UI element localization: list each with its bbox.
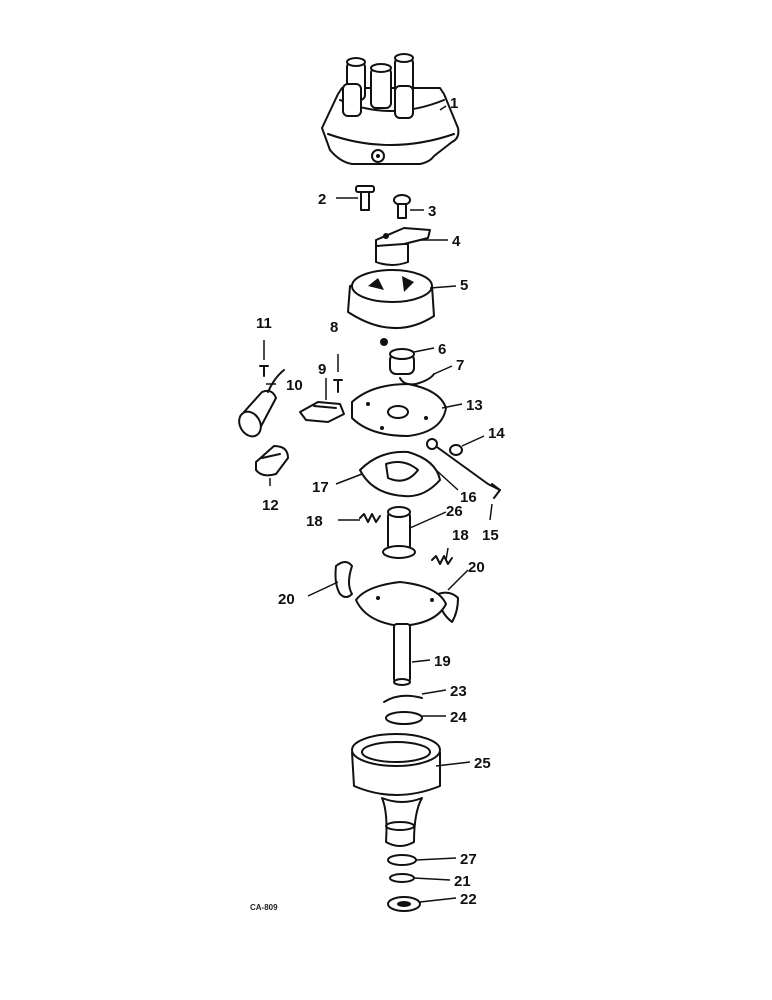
callout-14: 14: [488, 425, 505, 442]
callout-18-left: 18: [306, 513, 323, 530]
part-18-spring-right: [431, 555, 453, 565]
weight-base-plate: [355, 581, 447, 627]
callout-25: 25: [474, 755, 491, 772]
part-8-screw: [333, 379, 343, 393]
part-11-screw: [259, 365, 269, 377]
part-13-breaker-plate: [351, 383, 447, 437]
part-5-upper-housing: [347, 269, 435, 346]
callout-17: 17: [312, 479, 329, 496]
callout-2: 2: [318, 191, 326, 208]
callout-10: 10: [286, 377, 303, 394]
callout-labels: 1 2 3 4 5 6 7 8 9 10 11 12 13 14 15 16 1…: [250, 95, 505, 912]
part-24-washer: [385, 711, 423, 725]
part-18-spring-left: [359, 513, 381, 523]
callout-20-right: 20: [468, 559, 485, 576]
part-17-lower-plate: [359, 450, 441, 498]
callout-8: 8: [330, 319, 338, 336]
callout-16: 16: [460, 489, 477, 506]
callout-26: 26: [446, 503, 463, 520]
part-10-condenser: [238, 369, 285, 438]
callout-1: 1: [450, 95, 458, 112]
part-14-nut: [449, 444, 463, 456]
callout-15: 15: [482, 527, 499, 544]
part-20-weight-left: [334, 561, 353, 598]
callout-12: 12: [262, 497, 279, 514]
part-19-shaft: [393, 623, 411, 686]
callout-20-left: 20: [278, 591, 295, 608]
part-6-bushing: [389, 348, 415, 375]
callout-22: 22: [460, 891, 477, 908]
part-3-screw: [393, 194, 411, 219]
part-22-seal: [387, 896, 421, 912]
callout-19: 19: [434, 653, 451, 670]
figure-code: CA-809: [250, 903, 278, 912]
part-23-washer: [383, 694, 423, 703]
leader-lines: [263, 105, 493, 903]
callout-5: 5: [460, 277, 468, 294]
callout-4: 4: [452, 233, 461, 250]
part-12-bracket: [255, 445, 289, 477]
callout-7: 7: [456, 357, 464, 374]
callout-13: 13: [466, 397, 483, 414]
part-9-breaker-point: [299, 401, 345, 423]
part-27-ring: [387, 854, 417, 866]
part-21-washer: [389, 873, 415, 883]
callout-27: 27: [460, 851, 477, 868]
callout-9: 9: [318, 361, 326, 378]
part-25-housing: [351, 733, 441, 847]
callout-24: 24: [450, 709, 467, 726]
callout-21: 21: [454, 873, 471, 890]
part-1-distributor-cap: [321, 53, 460, 165]
part-7-spring-clip: [399, 373, 435, 386]
part-4-rotor: [375, 227, 431, 266]
callout-18-right: 18: [452, 527, 469, 544]
part-26-cam: [382, 506, 416, 559]
callout-6: 6: [438, 341, 446, 358]
part-15-clip: [491, 483, 501, 499]
callout-11: 11: [256, 315, 272, 332]
part-2-screw: [355, 185, 375, 211]
callout-23: 23: [450, 683, 467, 700]
callout-3: 3: [428, 203, 436, 220]
